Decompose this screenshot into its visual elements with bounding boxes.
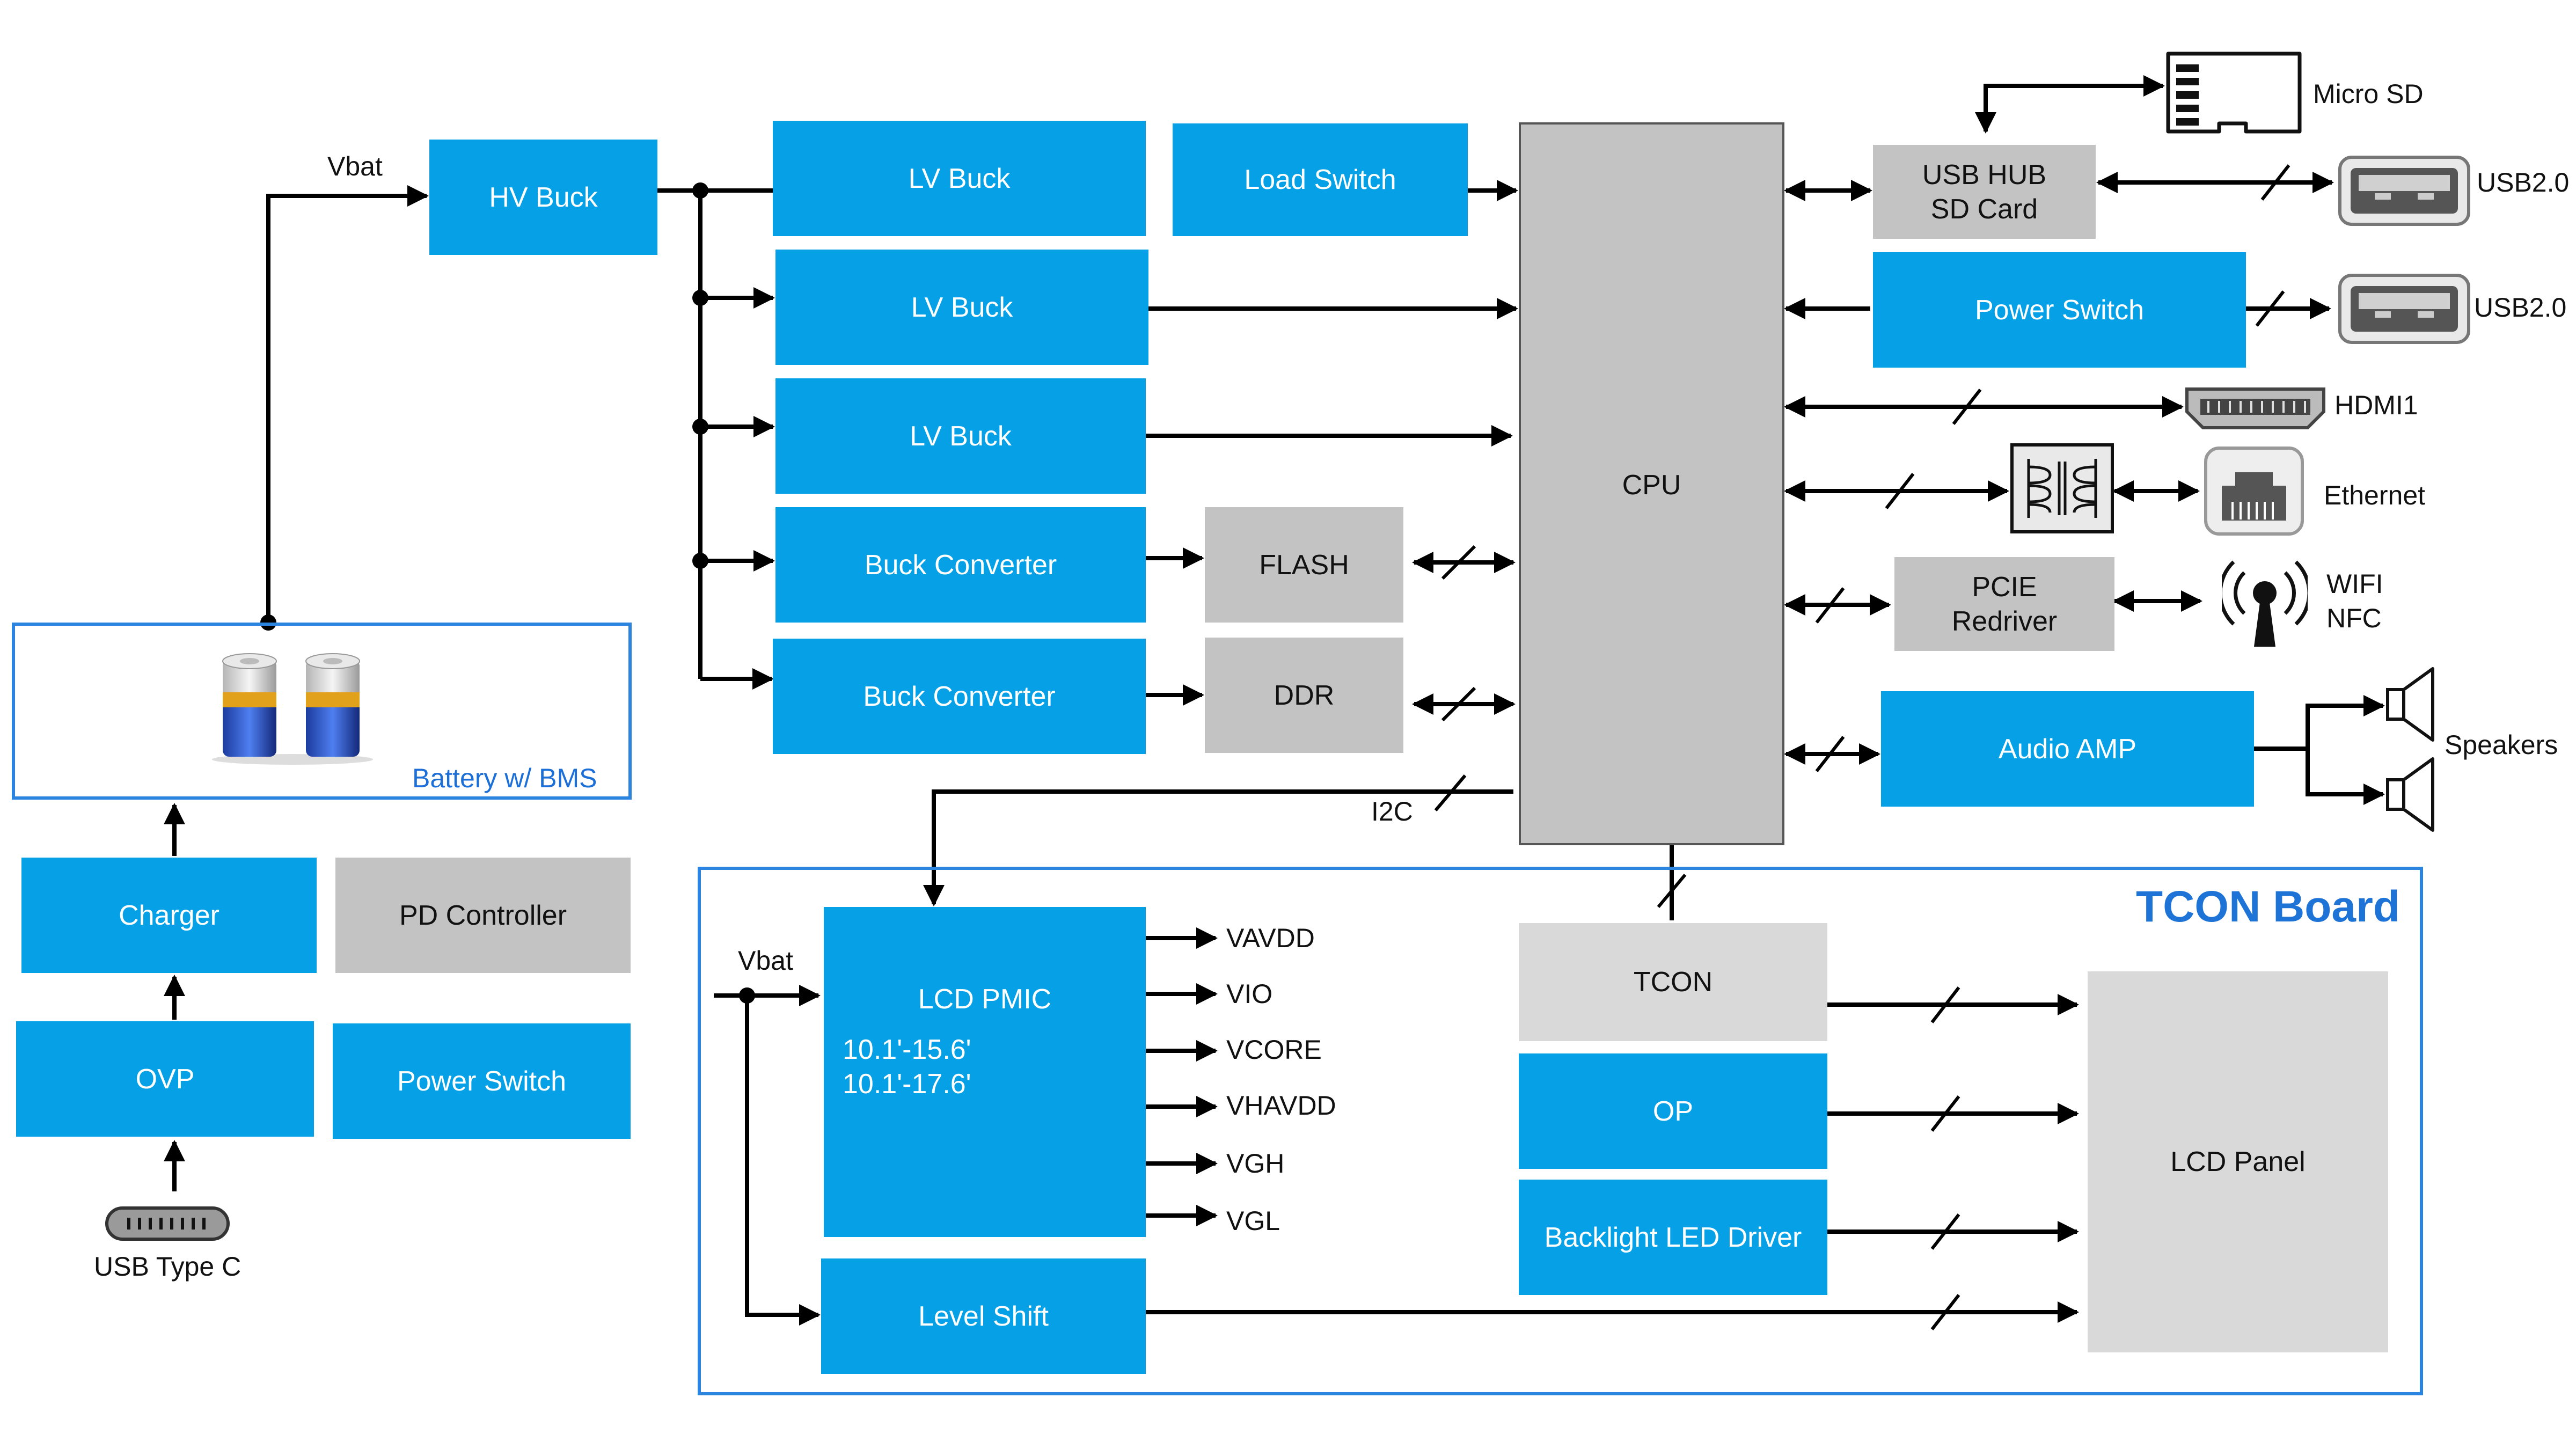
ddr-block: DDR	[1205, 638, 1403, 753]
lcd-panel-block: LCD Panel	[2088, 971, 2388, 1352]
wifi-label: WIFI	[2326, 569, 2383, 599]
usb-hub-label: USB HUB	[1922, 159, 2047, 191]
speaker-icon	[2386, 757, 2434, 832]
pcie-redriver-block: PCIE Redriver	[1894, 557, 2114, 651]
usb-type-c-label: USB Type C	[94, 1252, 241, 1282]
lv-buck-block-1: LV Buck	[773, 121, 1146, 236]
usb-a-port-icon	[2338, 156, 2470, 226]
lcd-pmic-block: LCD PMIC 10.1'-15.6' 10.1'-17.6'	[824, 907, 1146, 1237]
ethernet-transformer-icon	[2010, 443, 2114, 533]
ovp-block: OVP	[16, 1021, 314, 1137]
pmic-output-vcore: VCORE	[1226, 1035, 1322, 1065]
pmic-output-vhavdd: VHAVDD	[1226, 1091, 1336, 1121]
pd-controller-block: PD Controller	[335, 858, 631, 973]
hdmi-port-icon	[2185, 387, 2325, 429]
pmic-output-vio: VIO	[1226, 979, 1273, 1009]
tcon-board-frame	[698, 867, 2423, 1395]
vbat-label-top: Vbat	[327, 151, 383, 181]
usb-hub-block: USB HUB SD Card	[1873, 145, 2096, 239]
op-block: OP	[1519, 1053, 1827, 1169]
redriver-label: Redriver	[1951, 605, 2058, 637]
flash-block: FLASH	[1205, 507, 1403, 623]
hdmi-label: HDMI1	[2334, 390, 2418, 420]
level-shift-block: Level Shift	[821, 1258, 1146, 1374]
i2c-label: I2C	[1371, 796, 1413, 826]
lv-buck-block-2: LV Buck	[775, 250, 1148, 365]
lcd-pmic-range-1: 10.1'-15.6'	[843, 1034, 971, 1065]
buck-converter-block-1: Buck Converter	[775, 507, 1146, 623]
cpu-block: CPU	[1519, 122, 1784, 845]
lv-buck-block-3: LV Buck	[775, 378, 1146, 494]
micro-sd-card-icon	[2166, 52, 2302, 134]
battery-label: Battery w/ BMS	[412, 763, 597, 793]
sd-card-label: SD Card	[1930, 193, 2038, 225]
pcie-label: PCIE	[1972, 571, 2037, 603]
battery-bms-frame	[12, 623, 632, 800]
usb2-label-2: USB2.0	[2474, 292, 2567, 323]
power-switch-block-bottom: Power Switch	[333, 1023, 631, 1139]
tcon-board-title: TCON Board	[2136, 882, 2400, 931]
speaker-icon	[2386, 667, 2434, 742]
micro-sd-label: Micro SD	[2313, 79, 2424, 109]
audio-amp-block: Audio AMP	[1881, 691, 2254, 807]
charger-block: Charger	[21, 858, 317, 973]
lcd-pmic-range-2: 10.1'-17.6'	[843, 1069, 971, 1100]
pmic-output-vavdd: VAVDD	[1226, 923, 1315, 953]
pmic-output-vgl: VGL	[1226, 1206, 1280, 1236]
usb-c-port-icon	[105, 1206, 230, 1241]
wifi-antenna-icon	[2222, 560, 2308, 647]
speakers-label: Speakers	[2445, 730, 2558, 760]
hv-buck-block: HV Buck	[429, 140, 657, 255]
load-switch-block: Load Switch	[1173, 123, 1468, 236]
buck-converter-block-2: Buck Converter	[773, 639, 1146, 754]
usb-a-port-icon	[2338, 274, 2470, 344]
backlight-led-driver-block: Backlight LED Driver	[1519, 1180, 1827, 1295]
rj45-port-icon	[2204, 447, 2304, 536]
power-switch-block-top: Power Switch	[1873, 252, 2246, 368]
lcd-pmic-label: LCD PMIC	[918, 984, 1052, 1015]
ethernet-label: Ethernet	[2324, 480, 2426, 510]
battery-icon	[212, 653, 373, 765]
nfc-label: NFC	[2326, 603, 2382, 633]
tcon-block: TCON	[1519, 923, 1827, 1041]
usb2-label-1: USB2.0	[2477, 167, 2570, 197]
vbat-label-pmic: Vbat	[738, 946, 793, 976]
pmic-output-vgh: VGH	[1226, 1148, 1285, 1179]
